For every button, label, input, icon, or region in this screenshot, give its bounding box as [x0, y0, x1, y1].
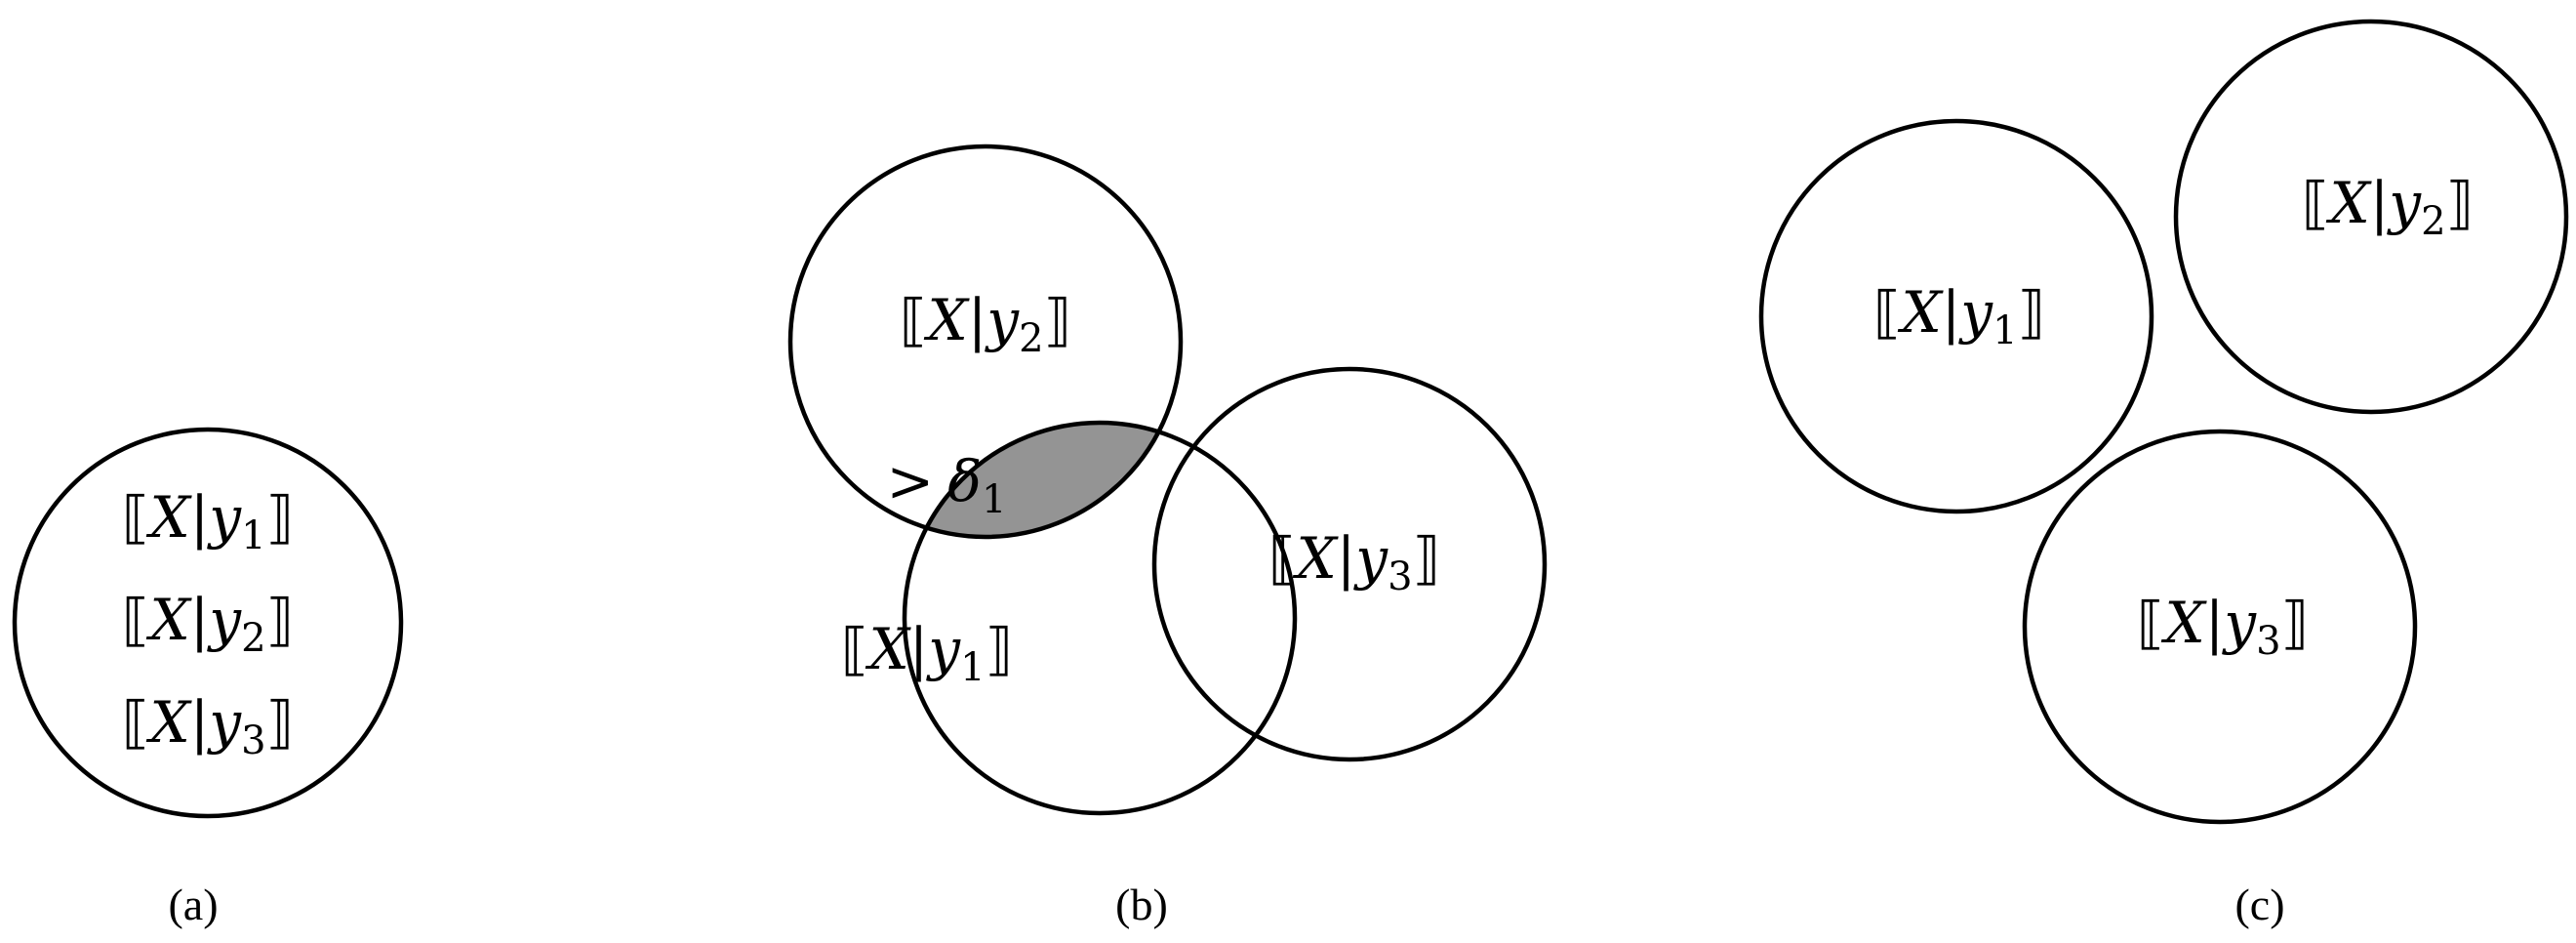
circle-a-all: [12, 427, 404, 819]
panel-a: ⟦X|y1⟧ ⟦X|y2⟧ ⟦X|y3⟧ (a): [12, 427, 404, 929]
caption-b: (b): [1115, 880, 1168, 929]
caption-c: (c): [2234, 880, 2284, 929]
label-c-y3: ⟦X|y3⟧: [2137, 590, 2310, 664]
label-a-y3: ⟦X|y3⟧: [122, 689, 295, 763]
label-b-y3: ⟦X|y3⟧: [1268, 525, 1441, 599]
label-a-y2: ⟦X|y2⟧: [122, 587, 295, 661]
circle-c-y1: [1758, 118, 2154, 514]
label-c-y1: ⟦X|y1⟧: [1873, 279, 2046, 353]
label-b-y1: ⟦X|y1⟧: [841, 616, 1014, 690]
label-a-y1: ⟦X|y1⟧: [122, 484, 295, 558]
circle-c-y3: [2022, 429, 2418, 825]
label-c-y2: ⟦X|y2⟧: [2302, 170, 2475, 244]
circle-b-y2: [787, 144, 1184, 540]
overlap-region: [905, 423, 1181, 537]
panel-c: ⟦X|y1⟧ ⟦X|y2⟧ ⟦X|y3⟧ (c): [1758, 19, 2569, 929]
panel-b: ⟦X|y2⟧ ⟦X|y1⟧ ⟦X|y3⟧ >δ1 (b): [787, 144, 1548, 929]
circle-b-y1: [902, 420, 1298, 816]
overlap-label: >δ1: [887, 448, 1007, 522]
label-b-y2: ⟦X|y2⟧: [900, 287, 1072, 361]
circle-c-y2: [2173, 19, 2569, 415]
circle-b-y3: [1151, 366, 1548, 762]
caption-a: (a): [168, 880, 218, 929]
